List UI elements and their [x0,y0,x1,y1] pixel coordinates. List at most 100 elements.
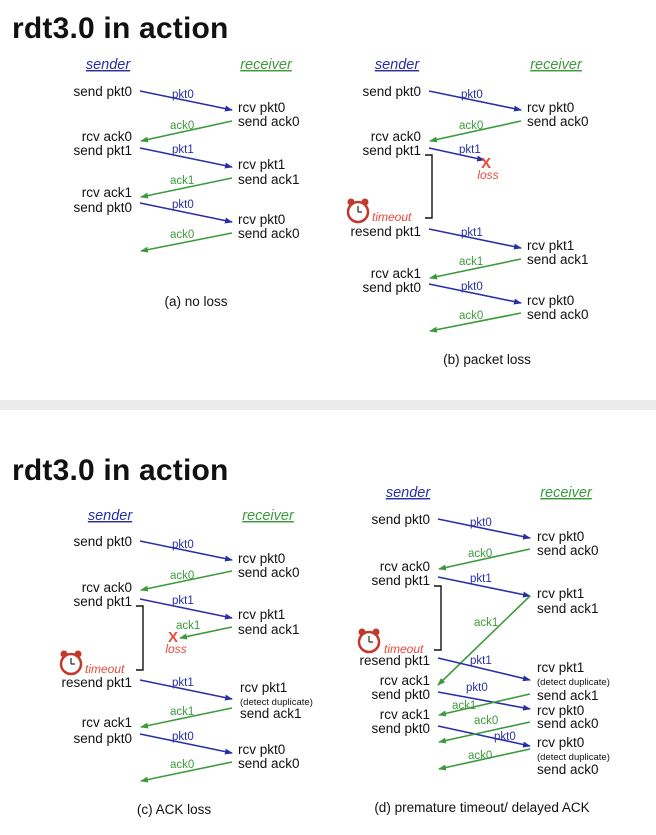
ack-arrow [438,693,531,717]
receiver-header: receiver [240,57,293,73]
pkt-arrow [428,90,522,112]
sender-event: rcv ack0 [371,129,421,144]
msg-label: pkt0 [470,517,492,529]
receiver-event: send ack1 [238,172,300,187]
msg-label: pkt1 [470,573,492,585]
msg-label: ack1 [459,256,483,268]
msg-label: ack1 [170,175,194,187]
msg-label: ack1 [452,700,476,712]
pkt-arrow [139,202,233,224]
ack-arrow [140,570,233,592]
sender-event: send pkt0 [73,731,132,746]
receiver-event: rcv pkt1 [537,660,584,675]
scenario-no-loss: sender receiver send pkt0 pkt0 rcv pkt0 … [73,57,299,309]
receiver-event: rcv pkt1 [527,238,574,253]
receiver-event: send ack1 [527,252,589,267]
ack-arrow [140,120,233,143]
pkt-arrow [139,147,233,169]
caption: (b) packet loss [443,352,531,367]
slide-separator [0,400,656,410]
msg-label: pkt0 [172,89,194,101]
msg-label: ack0 [468,750,492,762]
receiver-event: rcv pkt0 [537,735,584,750]
receiver-note: (detect duplicate) [240,697,313,708]
receiver-event: send ack0 [238,756,300,771]
loss-x-icon: X [481,155,491,172]
ack-arrow-lost [179,626,233,640]
slide-bottom: rdt3.0 in action sender receiver send pk… [0,410,656,835]
pkt-arrow-lost [428,147,485,162]
sender-event: send pkt0 [371,721,430,736]
msg-label: pkt1 [470,655,492,667]
receiver-header: receiver [242,508,295,524]
receiver-event: send ack0 [238,226,300,241]
ack-arrow [438,748,531,771]
sender-header: sender [375,57,421,73]
receiver-event: rcv pkt0 [537,529,584,544]
msg-label: pkt0 [494,731,516,743]
loss-label: loss [477,168,498,182]
sender-event: send pkt0 [73,84,132,99]
diagram-slide-1: sender receiver send pkt0 pkt0 rcv pkt0 … [73,57,589,367]
ack-arrow [140,707,233,729]
receiver-event: rcv pkt1 [537,586,584,601]
receiver-event: send ack0 [537,543,599,558]
msg-label: pkt1 [172,677,194,689]
caption: (a) no loss [164,294,227,309]
sender-event: send pkt1 [73,143,132,158]
sender-event: rcv ack0 [82,129,132,144]
msg-label: pkt0 [172,731,194,743]
sender-header: sender [88,508,134,524]
timeout-bracket [136,605,144,671]
receiver-event: rcv pkt0 [238,551,285,566]
sender-event: rcv ack1 [82,715,132,730]
receiver-event: send ack0 [527,307,589,322]
msg-label: ack1 [474,617,498,629]
receiver-event: send ack1 [240,706,302,721]
sender-event: send pkt0 [371,687,430,702]
receiver-event: send ack1 [537,601,599,616]
diagram-slide-2: sender receiver send pkt0 pkt0 rcv pkt0 … [59,485,610,817]
sender-event: rcv ack1 [380,707,430,722]
msg-label: pkt1 [172,144,194,156]
pkt-arrow [437,725,531,748]
receiver-event: rcv pkt0 [527,100,574,115]
receiver-event: rcv pkt1 [238,607,285,622]
timeout-label: timeout [372,210,412,224]
receiver-event: send ack1 [537,688,599,703]
slide-title: rdt3.0 in action [12,12,229,45]
sender-event: rcv ack1 [380,673,430,688]
sender-event: send pkt0 [73,534,132,549]
scenario-premature-timeout: sender receiver send pkt0 pkt0 rcv pkt0 … [357,485,610,815]
sender-event: send pkt0 [371,512,430,527]
ack-arrow [140,177,233,199]
pkt-arrow [428,283,522,305]
sender-event: resend pkt1 [359,653,430,668]
msg-label: pkt0 [172,539,194,551]
receiver-event: rcv pkt1 [238,157,285,172]
slide-title: rdt3.0 in action [12,454,229,487]
sender-event: send pkt1 [371,573,430,588]
receiver-note: (detect duplicate) [537,677,610,688]
sender-event: send pkt1 [73,594,132,609]
alarm-clock-icon [59,650,83,676]
scenario-packet-loss: sender receiver send pkt0 pkt0 rcv pkt0 … [346,57,589,367]
msg-label: pkt1 [461,227,483,239]
receiver-event: rcv pkt0 [238,100,285,115]
msg-label: ack0 [474,715,498,727]
ack-arrow [429,312,522,333]
receiver-header: receiver [540,485,593,501]
sender-event: resend pkt1 [350,224,421,239]
ack-arrow [140,232,233,253]
msg-label: ack1 [176,620,200,632]
msg-label: ack0 [459,310,483,322]
receiver-event: rcv pkt0 [238,742,285,757]
timeout-bracket [425,154,433,219]
pkt-arrow [437,657,531,682]
alarm-clock-icon [346,198,370,224]
sender-event: rcv ack0 [380,559,430,574]
msg-label: ack1 [170,706,194,718]
receiver-event: rcv pkt1 [240,680,287,695]
timeout-bracket [434,585,442,651]
sender-event: resend pkt1 [61,675,132,690]
